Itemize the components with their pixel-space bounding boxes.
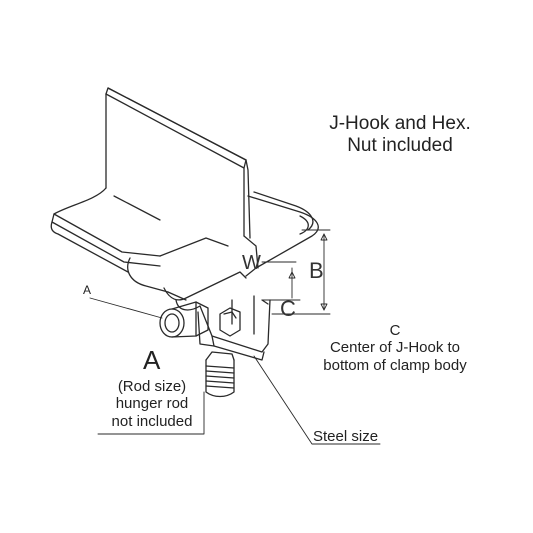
j-hook-note: J-Hook and Hex. Nut included: [300, 113, 500, 157]
steel-size-label: Steel size: [313, 428, 379, 445]
bottom-flange: [50, 187, 161, 273]
dimension-b-label: B: [309, 258, 324, 283]
leader-lines: [89, 297, 381, 445]
dimension-w-label: W: [242, 252, 261, 274]
dimension-lines: [261, 229, 331, 315]
rod-note-line-1: (Rod size): [117, 378, 187, 395]
flange-plate: [105, 87, 251, 239]
rod-note-line-2: hunger rod: [115, 395, 189, 413]
j-hook-note-line-1: J-Hook and Hex.: [329, 113, 471, 134]
c-note-line-3: bottom of clamp body: [323, 356, 467, 374]
j-hook-bolt: [159, 301, 209, 338]
clamp-body: [127, 191, 319, 311]
c-dimension-note: C Center of J-Hook to bottom of clamp bo…: [305, 322, 485, 374]
hex-nut: [219, 307, 241, 337]
threaded-rod: [205, 351, 235, 398]
callout-a-small: A: [83, 283, 92, 297]
c-note-line-2: Center of J-Hook to: [329, 339, 461, 357]
j-hook-note-line-2: Nut included: [347, 134, 453, 156]
rod-size-note: (Rod size) hunger rod not included: [97, 378, 207, 430]
rod-note-line-3: not included: [111, 412, 193, 430]
callout-a-large: A: [143, 345, 161, 375]
lower-bracket: [197, 295, 271, 361]
dimension-c-label: C: [280, 296, 296, 321]
c-note-line-1: C: [389, 322, 401, 339]
